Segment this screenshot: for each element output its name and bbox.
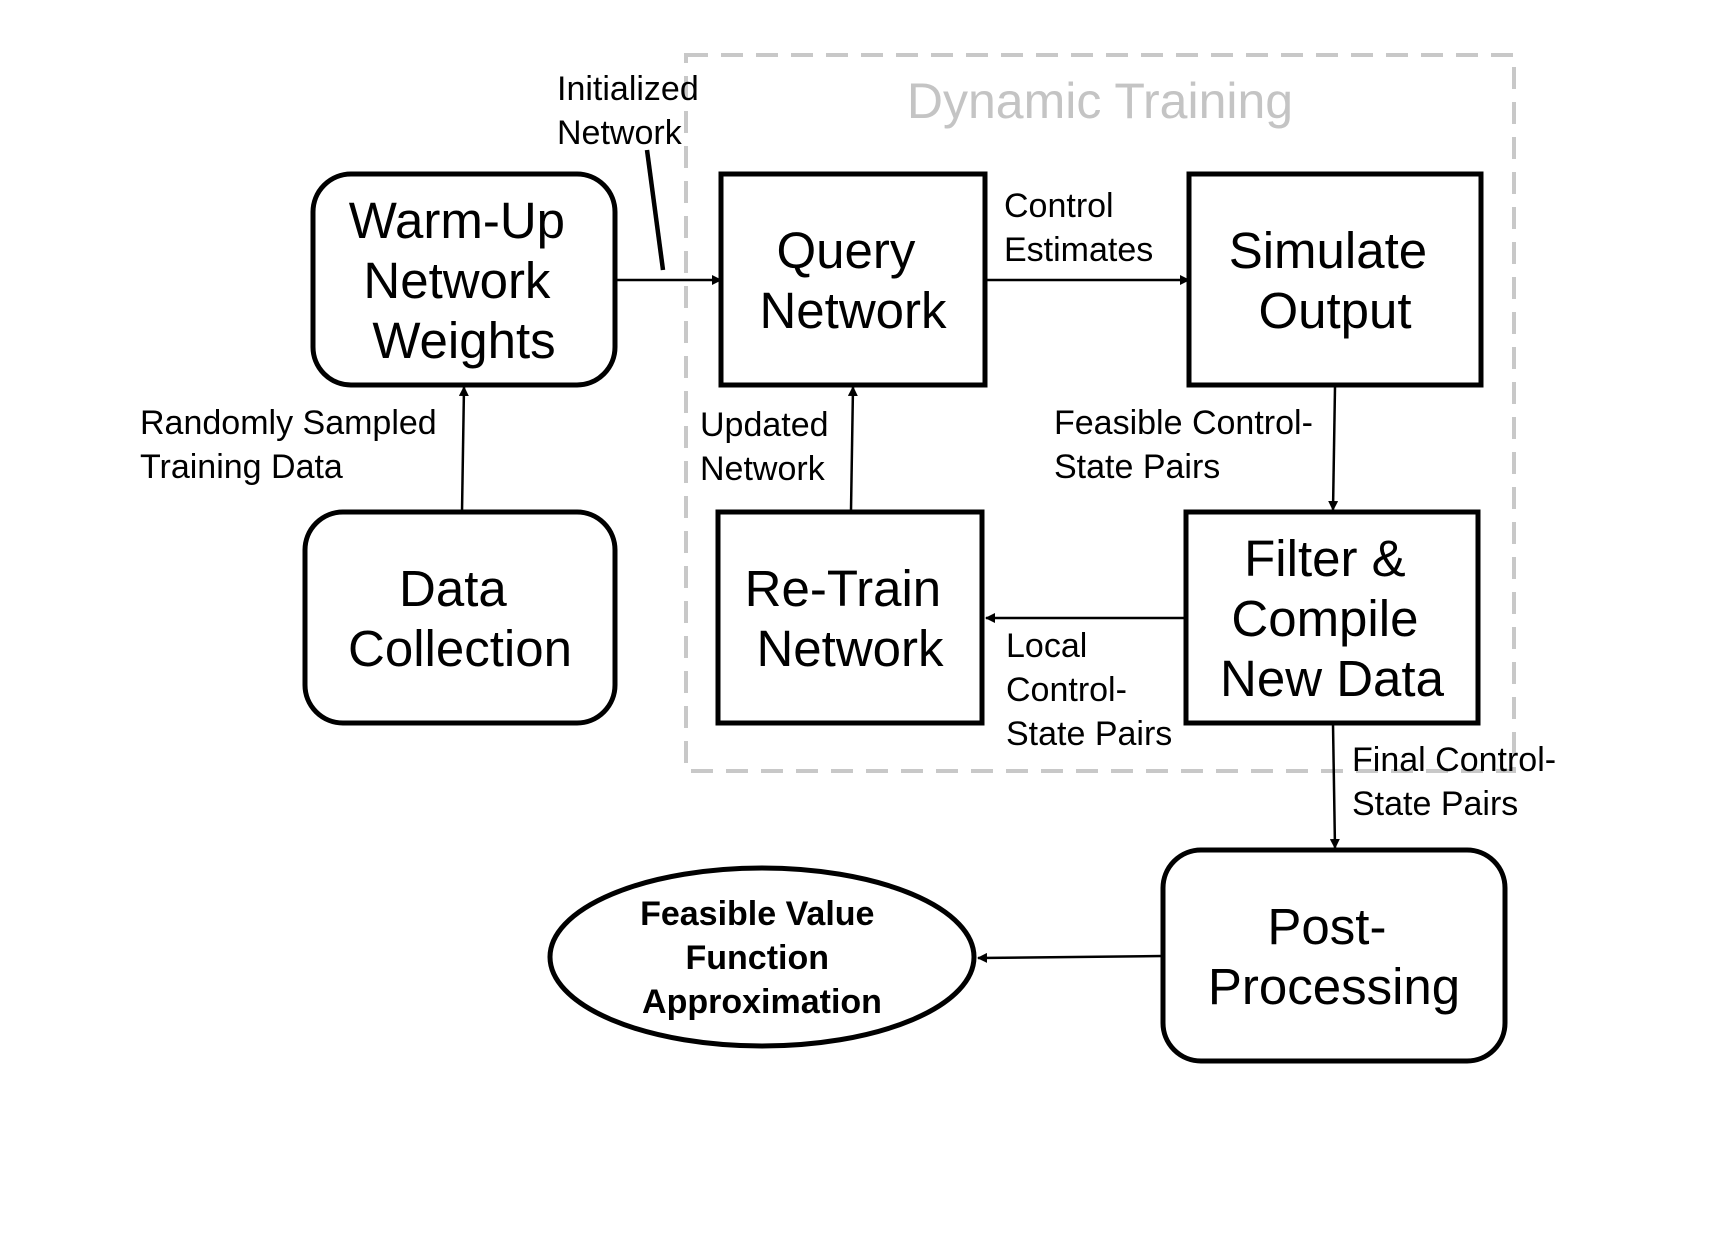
feasible-value-function-label: Feasible Value Function Approximation	[640, 895, 884, 1021]
post-processing-node	[1160, 847, 1508, 1064]
simulate-output-node	[1186, 171, 1484, 388]
control-estimates-label: Control Estimates	[1004, 187, 1153, 269]
initialized-network-label: Initialized Network	[557, 70, 708, 152]
dynamic-training-label: Dynamic Training	[907, 73, 1293, 129]
initialized-callout-line	[644, 149, 666, 271]
simulate-output-label: Simulate Output	[1229, 222, 1442, 339]
randomly-sampled-label: Randomly Sampled Training Data	[140, 404, 446, 486]
query-network-node	[718, 171, 988, 388]
edge-postprocessing-to-result	[977, 952, 1164, 963]
data-collection-label: Data Collection	[348, 560, 572, 677]
filter-compile-node	[1183, 509, 1481, 726]
local-control-state-pairs-label: Local Control- State Pairs	[1006, 627, 1172, 753]
edge-data-to-warmup	[458, 386, 469, 513]
dynamic-training-group	[684, 53, 1516, 773]
post-processing-label: Post- Processing	[1208, 898, 1460, 1015]
retrain-network-node	[715, 509, 985, 726]
query-network-label: Query Network	[759, 222, 947, 339]
feasible-control-state-pairs-label: Feasible Control- State Pairs	[1054, 404, 1322, 486]
retrain-network-label: Re-Train Network	[745, 560, 956, 677]
edge-retrain-to-query	[847, 386, 858, 511]
updated-network-label: Updated Network	[700, 406, 838, 488]
edge-filter-to-postprocessing	[1329, 723, 1340, 849]
filter-compile-label: Filter & Compile New Data	[1220, 530, 1445, 707]
feasible-value-function-node	[547, 865, 977, 1049]
final-control-state-pairs-label: Final Control- State Pairs	[1352, 741, 1566, 823]
data-collection-node	[302, 509, 618, 726]
warmup-network-weights-label: Warm-Up Network Weights	[349, 192, 579, 369]
warmup-network-weights-node	[310, 171, 618, 388]
edge-simulate-to-filter	[1328, 386, 1339, 511]
